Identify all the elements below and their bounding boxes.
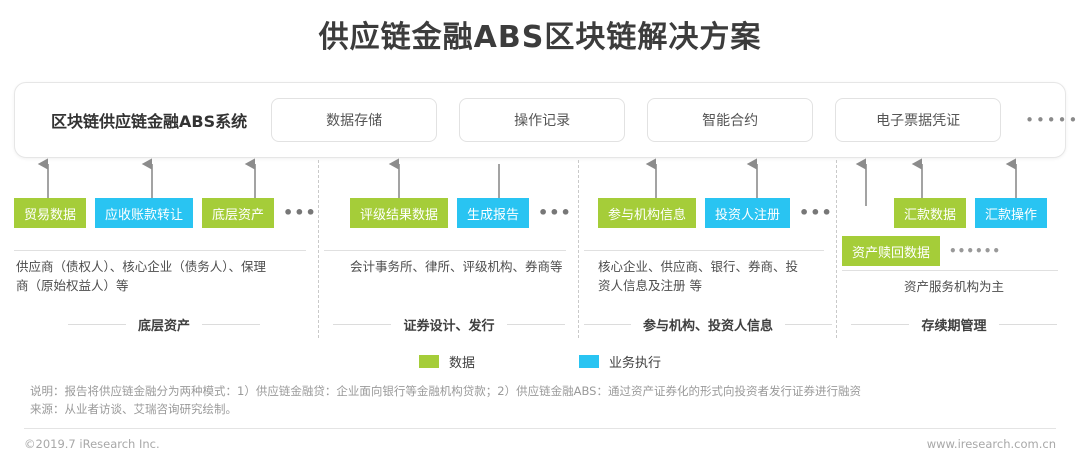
column-footer-label: 底层资产 bbox=[137, 319, 190, 334]
chip-row-ellipsis: ••• bbox=[283, 203, 317, 222]
column-securities-design: 评级结果数据 生成报告 ••• 会计事务所、律所、评级机构、券商等 证券设计、发… bbox=[324, 158, 574, 340]
column-description: 供应商（债权人）、核心企业（债务人）、保理 商（原始权益人）等 bbox=[16, 258, 266, 296]
column-separator-1 bbox=[318, 160, 319, 338]
chip-rating-result-data[interactable]: 评级结果数据 bbox=[350, 198, 449, 228]
column-rule bbox=[842, 270, 1058, 271]
column-rule bbox=[14, 250, 306, 251]
column-participants-investors: 参与机构信息 投资人注册 ••• 核心企业、供应商、银行、券商、投 资人信息及注… bbox=[584, 158, 833, 340]
column-footer: 存续期管理 bbox=[842, 315, 1066, 334]
column-separator-2 bbox=[578, 160, 579, 338]
column-separator-3 bbox=[836, 160, 837, 338]
column-description: 核心企业、供应商、银行、券商、投 资人信息及注册 等 bbox=[598, 258, 798, 296]
page-footer: ©2019.7 iResearch Inc. www.iresearch.com… bbox=[24, 437, 1056, 451]
chip-remittance-data[interactable]: 汇款数据 bbox=[894, 198, 967, 228]
column-description: 资产服务机构为主 bbox=[842, 278, 1066, 297]
chip-row-ellipsis: ••• bbox=[538, 203, 572, 222]
note-source: 来源：从业者访谈、艾瑞咨询研究绘制。 bbox=[30, 402, 237, 417]
column-description: 会计事务所、律所、评级机构、券商等 bbox=[350, 258, 563, 277]
column-description-line-1: 会计事务所、律所、评级机构、券商等 bbox=[350, 259, 563, 274]
column-footer-label: 存续期管理 bbox=[921, 319, 987, 334]
footer-line-right bbox=[998, 324, 1057, 325]
footer-divider bbox=[24, 428, 1056, 429]
column-rule bbox=[324, 250, 566, 251]
column-description-line-1: 核心企业、供应商、银行、券商、投 bbox=[598, 259, 799, 274]
legend-label-data: 数据 bbox=[448, 356, 475, 371]
system-capability-operation-log[interactable]: 操作记录 bbox=[459, 98, 626, 142]
note-description: 说明：报告将供应链金融分为两种模式：1）供应链金融贷：企业面向银行等金融机构贷款… bbox=[30, 384, 861, 398]
chip-row-secondary: 资产赎回数据 •••••• bbox=[842, 236, 1007, 266]
columns-region: 贸易数据 应收账款转让 底层资产 ••• 供应商（债权人）、核心企业（债务人）、… bbox=[14, 158, 1066, 340]
chip-remittance-operation[interactable]: 汇款操作 bbox=[975, 198, 1048, 228]
system-panel-label: 区块链供应链金融ABS系统 bbox=[51, 112, 248, 131]
column-footer: 证券设计、发行 bbox=[324, 315, 574, 334]
system-capability-data-storage[interactable]: 数据存储 bbox=[271, 98, 438, 142]
column-description-line-2: 商（原始权益人）等 bbox=[16, 277, 129, 293]
column-footer-label: 证券设计、发行 bbox=[403, 319, 495, 334]
column-footer: 底层资产 bbox=[14, 315, 314, 334]
column-description-line-1: 供应商（债权人）、核心企业（债务人）、保理 bbox=[16, 259, 267, 274]
legend-item-business-execution: 业务执行 bbox=[579, 352, 661, 371]
footer-line-left bbox=[584, 324, 631, 325]
footer-line-left bbox=[333, 324, 392, 325]
system-capability-smart-contract[interactable]: 智能合约 bbox=[647, 98, 814, 142]
chip-participant-institution-info[interactable]: 参与机构信息 bbox=[598, 198, 697, 228]
legend-item-data: 数据 bbox=[418, 352, 475, 371]
notes-block: 说明：报告将供应链金融分为两种模式：1）供应链金融贷：企业面向银行等金融机构贷款… bbox=[30, 382, 1050, 419]
column-footer: 参与机构、投资人信息 bbox=[584, 315, 833, 334]
column-underlying-assets: 贸易数据 应收账款转让 底层资产 ••• 供应商（债权人）、核心企业（债务人）、… bbox=[14, 158, 316, 340]
footer-line-left bbox=[67, 324, 126, 325]
chip-generate-report[interactable]: 生成报告 bbox=[457, 198, 530, 228]
chip-trade-data[interactable]: 贸易数据 bbox=[14, 198, 87, 228]
blockchain-system-panel: 区块链供应链金融ABS系统 数据存储 操作记录 智能合约 电子票据凭证 ••••… bbox=[14, 82, 1080, 158]
chip-receivables-transfer[interactable]: 应收账款转让 bbox=[95, 198, 194, 228]
legend-swatch-green-icon bbox=[418, 355, 439, 368]
page-title: 供应链金融ABS区块链解决方案 bbox=[318, 20, 762, 55]
column-rule bbox=[584, 250, 824, 251]
column-description-line-1: 资产服务机构为主 bbox=[903, 279, 1004, 294]
chip-investor-registration[interactable]: 投资人注册 bbox=[705, 198, 791, 228]
chip-asset-redemption-data[interactable]: 资产赎回数据 bbox=[842, 236, 941, 266]
legend: 数据 业务执行 bbox=[0, 352, 1080, 371]
footer-line-right bbox=[202, 324, 260, 325]
footer-line-right bbox=[785, 324, 833, 325]
chip-row: 参与机构信息 投资人注册 ••• bbox=[598, 198, 839, 228]
footer-line-right bbox=[506, 324, 565, 325]
chip-row: 评级结果数据 生成报告 ••• bbox=[350, 198, 578, 228]
connector-arrows-layer bbox=[37, 158, 1017, 206]
column-duration-management: 汇款数据 汇款操作 资产赎回数据 •••••• 资产服务机构为主 存续期管理 bbox=[842, 158, 1066, 340]
footer-copyright: ©2019.7 iResearch Inc. bbox=[24, 437, 160, 451]
column-footer-label: 参与机构、投资人信息 bbox=[643, 319, 774, 334]
column-description-line-2: 资人信息及注册 等 bbox=[598, 277, 702, 293]
chip-row: 汇款数据 汇款操作 bbox=[894, 198, 1056, 228]
chip-row: 贸易数据 应收账款转让 底层资产 ••• bbox=[14, 198, 323, 228]
chip-row-ellipsis: ••• bbox=[799, 203, 833, 222]
system-panel-ellipsis: •••••• bbox=[1025, 111, 1080, 129]
legend-label-business-execution: 业务执行 bbox=[609, 356, 662, 371]
footer-line-left bbox=[851, 324, 910, 325]
system-capability-e-bill-voucher[interactable]: 电子票据凭证 bbox=[835, 98, 1002, 142]
chip-row-ellipsis: •••••• bbox=[949, 244, 1002, 258]
chip-underlying-asset[interactable]: 底层资产 bbox=[202, 198, 275, 228]
legend-swatch-blue-icon bbox=[579, 355, 599, 368]
footer-website: www.iresearch.com.cn bbox=[926, 437, 1056, 451]
